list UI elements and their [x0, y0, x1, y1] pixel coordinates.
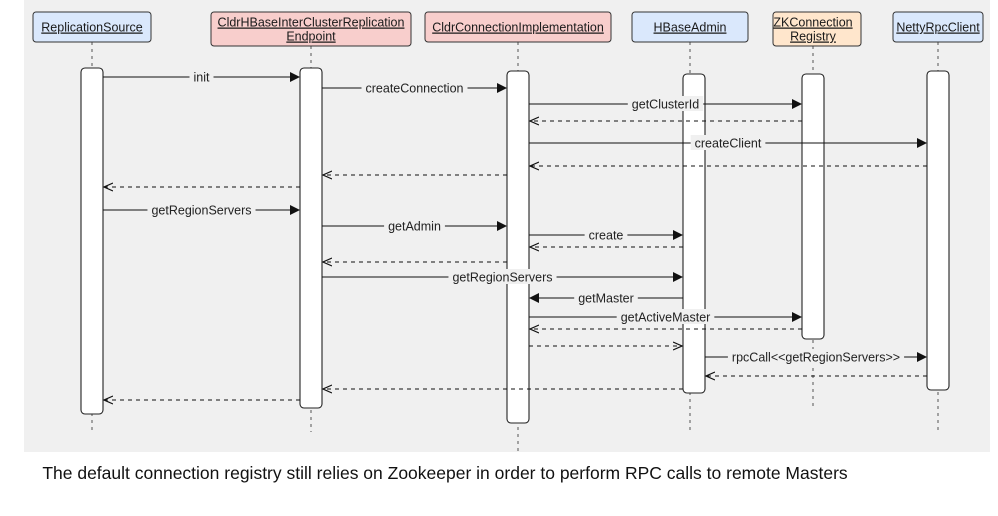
- participant-label: HBaseAdmin: [654, 21, 727, 35]
- message-label: getRegionServers: [452, 271, 552, 285]
- message-arrow: getRegionServers: [322, 269, 683, 285]
- message-label: getMaster: [578, 292, 634, 306]
- message-label: createClient: [695, 137, 762, 151]
- message-label: init: [194, 71, 211, 85]
- message-label: getClusterId: [632, 98, 699, 112]
- message-label: rpcCall<<getRegionServers>>: [732, 351, 900, 365]
- activation-bar-zk: [801, 73, 825, 340]
- participant-label: NettyRpcClient: [896, 21, 980, 35]
- message-label: getActiveMaster: [621, 311, 711, 325]
- activation-bar-rs: [80, 67, 104, 415]
- activation-bar-nr: [926, 70, 950, 391]
- message-arrow: getMaster: [529, 290, 683, 306]
- message-arrow: create: [529, 227, 683, 243]
- activation-bar-ep: [299, 67, 323, 409]
- participant-nr: NettyRpcClient: [892, 11, 984, 43]
- participant-label: CldrHBaseInterClusterReplication: [218, 16, 405, 30]
- participant-label: CldrConnectionImplementation: [432, 21, 604, 35]
- message-arrow: init: [103, 69, 300, 85]
- message-label: getAdmin: [388, 220, 441, 234]
- message-label: getRegionServers: [151, 204, 251, 218]
- message-arrow: getClusterId: [529, 96, 802, 112]
- message-arrow: rpcCall<<getRegionServers>>: [705, 349, 927, 365]
- diagram-caption: The default connection registry still re…: [42, 463, 848, 483]
- message-arrow: getRegionServers: [103, 202, 300, 218]
- message-arrow: createConnection: [322, 80, 507, 96]
- participant-label: ReplicationSource: [41, 21, 142, 35]
- activation-bar-ha: [682, 73, 706, 394]
- participant-ci: CldrConnectionImplementation: [424, 11, 612, 43]
- participant-rs: ReplicationSource: [32, 11, 152, 43]
- message-arrow: createClient: [529, 135, 927, 151]
- message-label: createConnection: [366, 82, 464, 96]
- participant-label: ZKConnection: [773, 16, 852, 30]
- participant-ha: HBaseAdmin: [631, 11, 749, 43]
- message-arrow: getAdmin: [322, 218, 507, 234]
- participant-label: Registry: [790, 30, 837, 44]
- participant-label: Endpoint: [286, 30, 336, 44]
- message-label: create: [589, 229, 624, 243]
- message-arrow: getActiveMaster: [529, 309, 802, 325]
- activation-bar-ci: [506, 70, 530, 424]
